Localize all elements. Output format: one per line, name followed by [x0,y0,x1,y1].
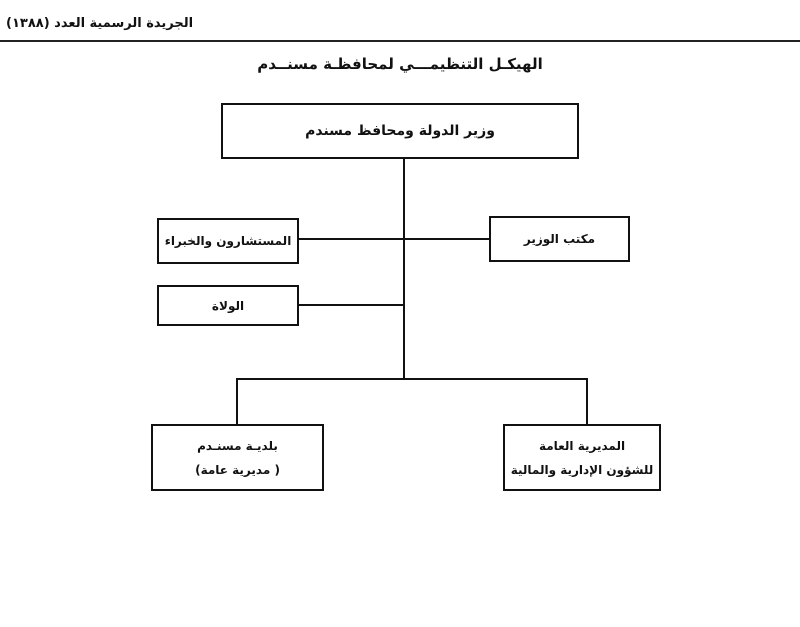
bottom-connector [236,378,588,380]
gazette-issue-label: الجريدة الرسمية العدد (١٣٨٨) [6,16,194,31]
directorate-drop-connector [586,378,588,424]
minister-governor-label: وزير الدولة ومحافظ مسندم [305,123,495,139]
minister-governor-box: وزير الدولة ومحافظ مسندم [221,103,579,159]
governors-connector [298,304,404,306]
trunk-connector [403,158,405,380]
directorate-line1: المديرية العامة [538,438,626,453]
minister-office-label: مكتب الوزير [523,232,596,246]
walis-label: الولاة [211,298,245,313]
admin-finance-directorate-box: المديرية العامة للشؤون الإدارية والمالية [503,424,661,491]
municipality-drop-connector [236,378,238,424]
walis-box: الولاة [157,285,299,326]
municipality-line1: بلديـة مسنـدم [197,438,278,453]
musandam-municipality-box: بلديـة مسنـدم ( مديرية عامة) [151,424,324,491]
minister-office-box: مكتب الوزير [489,216,630,262]
municipality-line2: ( مديرية عامة) [195,462,280,477]
advisors-office-connector [298,238,489,240]
advisors-experts-box: المستشارون والخبراء [157,218,299,264]
directorate-line2: للشؤون الإدارية والمالية [510,462,654,477]
advisors-experts-label: المستشارون والخبراء [164,234,292,248]
header-divider [0,40,800,42]
page-title: الهيكـل التنظيمـــي لمحافظـة مسنــدم [257,55,543,73]
